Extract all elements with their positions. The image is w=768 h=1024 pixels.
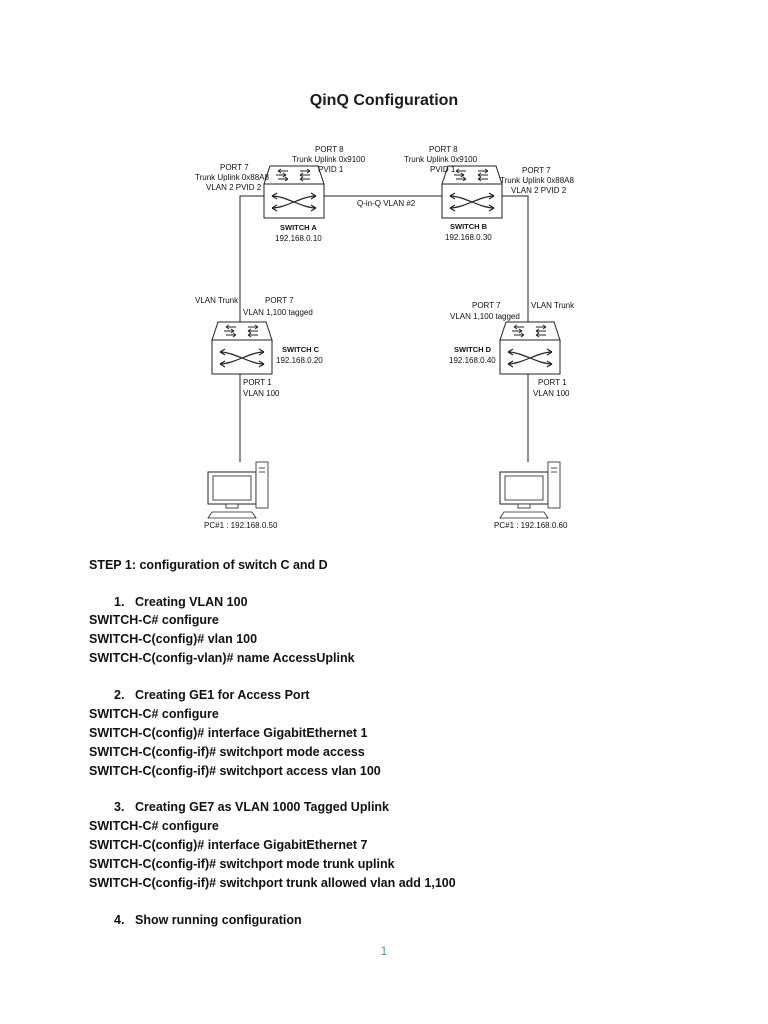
a-port7-vlan: VLAN 2 PVID 2 xyxy=(206,183,262,192)
switch-d-name: SWITCH D xyxy=(454,345,492,354)
c-port7-label: PORT 7 xyxy=(265,296,294,305)
b-port7-label: PORT 7 xyxy=(522,166,551,175)
page-title: QinQ Configuration xyxy=(309,92,459,109)
step-number: 2. xyxy=(114,688,125,702)
step-number: 3. xyxy=(114,800,125,814)
command-line: SWITCH-C# configure xyxy=(89,819,219,833)
command-line: SWITCH-C(config-if)# switchport access v… xyxy=(89,764,381,778)
a-port8-pvid: PVID 1 xyxy=(318,165,344,174)
c-port1-label: PORT 1 xyxy=(243,378,272,387)
b-port8-label: PORT 8 xyxy=(429,145,458,154)
d-vlan-trunk-label: VLAN Trunk xyxy=(531,301,575,310)
command-line: SWITCH-C(config)# interface GigabitEther… xyxy=(89,838,368,852)
step-label: Creating GE7 as VLAN 1000 Tagged Uplink xyxy=(135,800,390,814)
network-diagram: SWITCH A 192.168.0.10 SWITCH B 192.168.0… xyxy=(195,145,575,530)
pc-right-label: PC#1 : 192.168.0.60 xyxy=(494,521,568,530)
switch-a-name: SWITCH A xyxy=(280,223,317,232)
switch-d-icon xyxy=(499,321,561,375)
c-vlan-trunk-label: VLAN Trunk xyxy=(195,296,239,305)
a-port7-trunk: Trunk Uplink 0x88A8 xyxy=(195,173,270,182)
switch-a-icon xyxy=(263,165,325,219)
step-number: 4. xyxy=(114,913,125,927)
d-port7-vlan: VLAN 1,100 tagged xyxy=(450,312,520,321)
step-number: 1. xyxy=(114,595,125,609)
qinq-link-label: Q-in-Q VLAN #2 xyxy=(357,199,416,208)
command-line: SWITCH-C(config-vlan)# name AccessUplink xyxy=(89,651,355,665)
command-line: SWITCH-C(config-if)# switchport mode acc… xyxy=(89,745,365,759)
switch-a-ip: 192.168.0.10 xyxy=(275,234,322,243)
pc-right-icon xyxy=(499,461,561,519)
command-line: SWITCH-C(config)# interface GigabitEther… xyxy=(89,726,368,740)
command-line: SWITCH-C# configure xyxy=(89,613,219,627)
c-port1-vlan: VLAN 100 xyxy=(243,389,280,398)
step-label: Creating VLAN 100 xyxy=(135,595,248,609)
a-port8-label: PORT 8 xyxy=(315,145,344,154)
c-port7-vlan: VLAN 1,100 tagged xyxy=(243,308,313,317)
page-number: 1 xyxy=(380,944,388,958)
command-line: SWITCH-C(config-if)# switchport trunk al… xyxy=(89,876,456,890)
b-port8-trunk: Trunk Uplink 0x9100 xyxy=(404,155,478,164)
network-links xyxy=(239,195,529,462)
switch-c-icon xyxy=(211,321,273,375)
switch-b-ip: 192.168.0.30 xyxy=(445,233,492,242)
switch-d-ip: 192.168.0.40 xyxy=(449,356,496,365)
step-label: Creating GE1 for Access Port xyxy=(135,688,310,702)
b-port8-pvid: PVID 1 xyxy=(430,165,456,174)
command-line: SWITCH-C(config)# vlan 100 xyxy=(89,632,258,646)
b-port7-trunk: Trunk Uplink 0x88A8 xyxy=(500,176,575,185)
a-port7-label: PORT 7 xyxy=(220,163,249,172)
a-port8-trunk: Trunk Uplink 0x9100 xyxy=(292,155,366,164)
b-port7-vlan: VLAN 2 PVID 2 xyxy=(511,186,567,195)
pc-left-icon xyxy=(207,461,269,519)
d-port1-label: PORT 1 xyxy=(538,378,567,387)
switch-c-ip: 192.168.0.20 xyxy=(276,356,323,365)
command-line: SWITCH-C(config-if)# switchport mode tru… xyxy=(89,857,395,871)
step-label: Show running configuration xyxy=(135,913,302,927)
d-port7-label: PORT 7 xyxy=(472,301,501,310)
switch-b-name: SWITCH B xyxy=(450,222,488,231)
step-heading: STEP 1: configuration of switch C and D xyxy=(89,558,328,572)
pc-left-label: PC#1 : 192.168.0.50 xyxy=(204,521,278,530)
command-line: SWITCH-C# configure xyxy=(89,707,219,721)
d-port1-vlan: VLAN 100 xyxy=(533,389,570,398)
switch-c-name: SWITCH C xyxy=(282,345,320,354)
